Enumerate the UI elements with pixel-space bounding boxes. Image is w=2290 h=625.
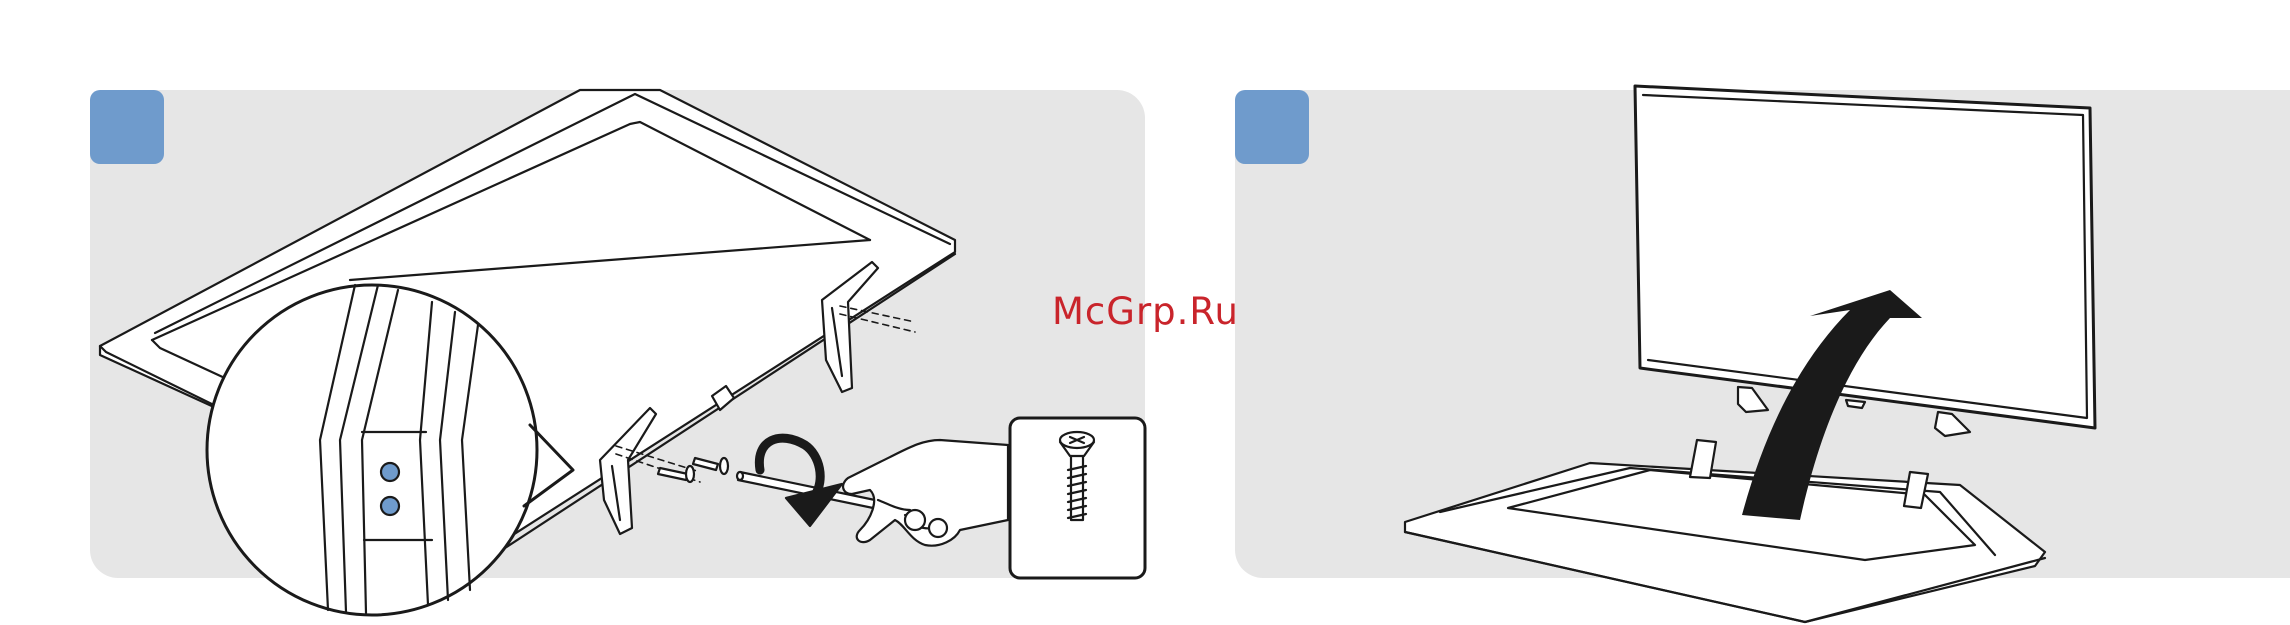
tv-standing — [1635, 86, 2095, 436]
watermark-text: McGrp.Ru — [1052, 290, 1239, 333]
padded-surface — [1405, 463, 2045, 622]
hand — [843, 440, 1008, 546]
screw-detail-box — [1010, 418, 1145, 578]
